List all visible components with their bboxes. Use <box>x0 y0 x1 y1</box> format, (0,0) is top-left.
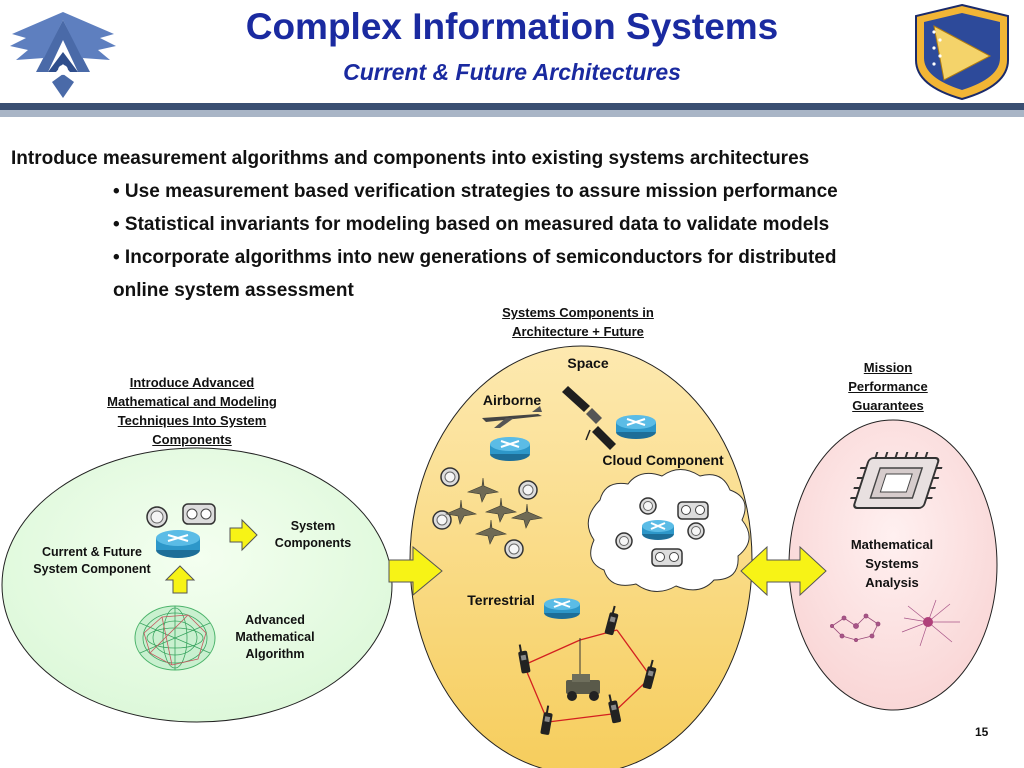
intro-bullet-2: • Statistical invariants for modeling ba… <box>113 214 830 235</box>
intro-bullet-3-continued: online system assessment <box>113 280 354 301</box>
handheld-radio-icons <box>518 605 657 735</box>
terrestrial-links <box>523 629 652 723</box>
fighter-jet-icons <box>444 477 544 545</box>
advanced-algorithm-label: Advanced Mathematical Algorithm <box>235 613 315 661</box>
to-system-components-arrow <box>229 518 258 552</box>
terrestrial-router-icon <box>544 598 580 619</box>
air-force-wings-logo <box>8 2 118 100</box>
airborne-sensor-centers <box>436 471 534 555</box>
afrl-seal-logo <box>908 2 1016 102</box>
current-future-component-label: Current & Future System Component <box>33 545 151 576</box>
airborne-router-icon <box>490 437 530 461</box>
left-to-center-arrow <box>388 545 443 597</box>
header-divider-dark <box>0 103 1024 110</box>
left-panel-heading: Introduce Advanced Mathematical and Mode… <box>107 375 277 447</box>
slide-title: Complex Information Systems <box>245 6 779 47</box>
terrestrial-label: Terrestrial <box>467 592 535 608</box>
system-components-label: System Components <box>274 519 352 550</box>
intro-bullet-3: • Incorporate algorithms into new genera… <box>113 247 837 268</box>
router-icon <box>156 530 200 558</box>
cloud-component-label: Cloud Component <box>602 452 724 468</box>
slide-subtitle: Current & Future Architectures <box>343 59 681 85</box>
left-component-icons <box>146 503 216 558</box>
cloud-router-icon <box>642 520 674 540</box>
satellite-icon <box>562 386 616 450</box>
systems-analysis-label: Mathematical Systems Analysis <box>850 537 934 590</box>
airborne-label: Airborne <box>482 392 542 408</box>
network-graph-icons <box>830 599 960 647</box>
page-number: 15 <box>975 725 989 739</box>
network-sphere-icon <box>134 605 216 671</box>
drone-icon <box>482 406 542 428</box>
intro-bullet-1: • Use measurement based verification str… <box>113 181 838 202</box>
right-panel-heading: Mission Performance Guarantees <box>848 360 928 413</box>
center-icons <box>432 386 709 735</box>
dual-port-module-icon <box>182 503 216 525</box>
intro-lead: Introduce measurement algorithms and com… <box>11 148 810 169</box>
center-panel-heading: Systems Components in Architecture + Fut… <box>502 305 654 339</box>
left-ellipse <box>1 447 393 723</box>
ground-vehicle-icon <box>566 674 600 701</box>
space-router-icon <box>616 415 656 439</box>
center-right-double-arrow <box>740 545 827 597</box>
chip-icon <box>850 452 943 509</box>
space-label: Space <box>567 355 609 371</box>
algorithm-up-arrow <box>164 565 196 594</box>
header-divider-light <box>0 110 1024 117</box>
cloud-module-icons <box>651 501 709 567</box>
sensor-icon <box>146 506 168 528</box>
